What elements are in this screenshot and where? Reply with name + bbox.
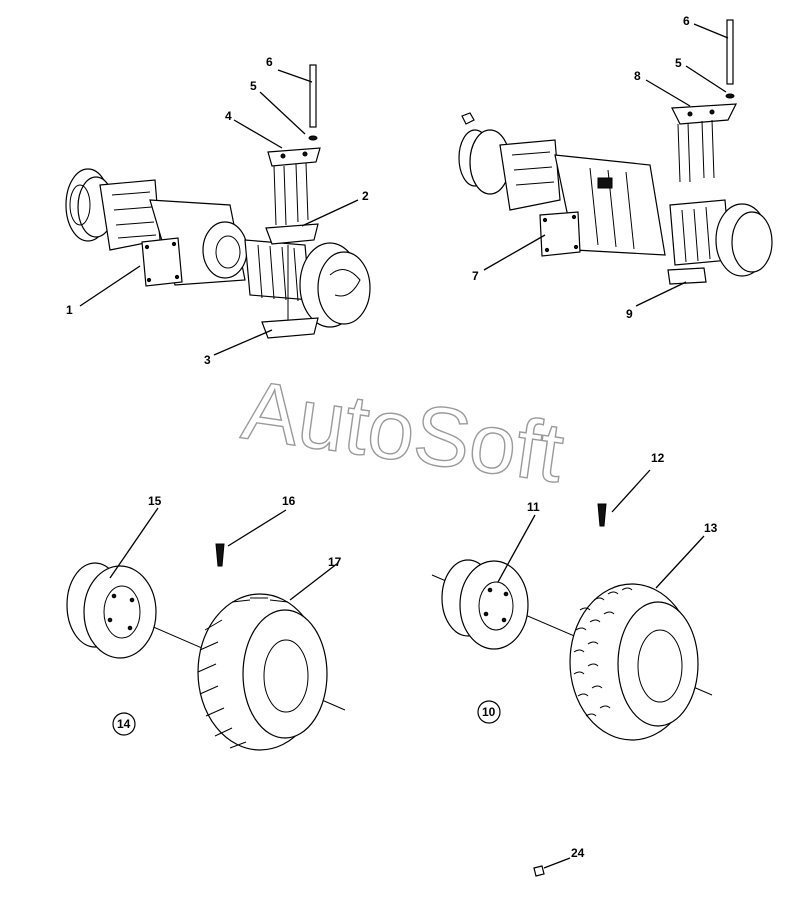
callout-2: 2 (362, 189, 369, 203)
callout-9: 9 (626, 307, 633, 321)
callout-15: 15 (148, 494, 162, 508)
cover-plate-1 (141, 237, 183, 287)
callout-6: 6 (266, 55, 273, 69)
ref-14: 14 (117, 717, 131, 731)
bolt-6 (309, 64, 317, 128)
callout-11: 11 (527, 500, 540, 514)
rear-axle-assembly (458, 19, 773, 285)
mount-plate-8 (671, 103, 738, 125)
callout-17: 17 (328, 555, 342, 569)
washer-5 (308, 135, 318, 141)
wheel-set-10 (431, 503, 713, 741)
valve-12 (597, 503, 607, 527)
callout-8: 8 (634, 69, 641, 83)
valve-16 (215, 543, 225, 567)
bracket-9 (667, 267, 707, 285)
ref-circle-10 (477, 700, 501, 724)
washer-5b (725, 93, 735, 99)
callout-7: 7 (472, 269, 479, 283)
callout-4: 4 (225, 109, 232, 123)
callout-1: 1 (66, 303, 73, 317)
callout-16: 16 (282, 494, 296, 508)
callout-3: 3 (204, 353, 211, 367)
callout-24: 24 (571, 846, 585, 860)
ref-10: 10 (482, 705, 496, 719)
plate-2 (265, 223, 319, 245)
part-24 (533, 865, 545, 877)
callout-6b: 6 (683, 14, 690, 28)
ref-circle-14 (112, 712, 136, 736)
cover-plate-7 (539, 211, 581, 257)
wheel-set-14 (66, 543, 346, 751)
front-axle-assembly (65, 64, 371, 339)
watermark: AutoSoft (237, 362, 569, 500)
callout-13: 13 (704, 521, 718, 535)
callout-12: 12 (651, 451, 665, 465)
bolt-6b (726, 19, 734, 85)
callout-5: 5 (250, 79, 257, 93)
callout-5b: 5 (675, 56, 682, 70)
plate-3 (261, 317, 319, 339)
mount-plate-4 (267, 147, 321, 167)
